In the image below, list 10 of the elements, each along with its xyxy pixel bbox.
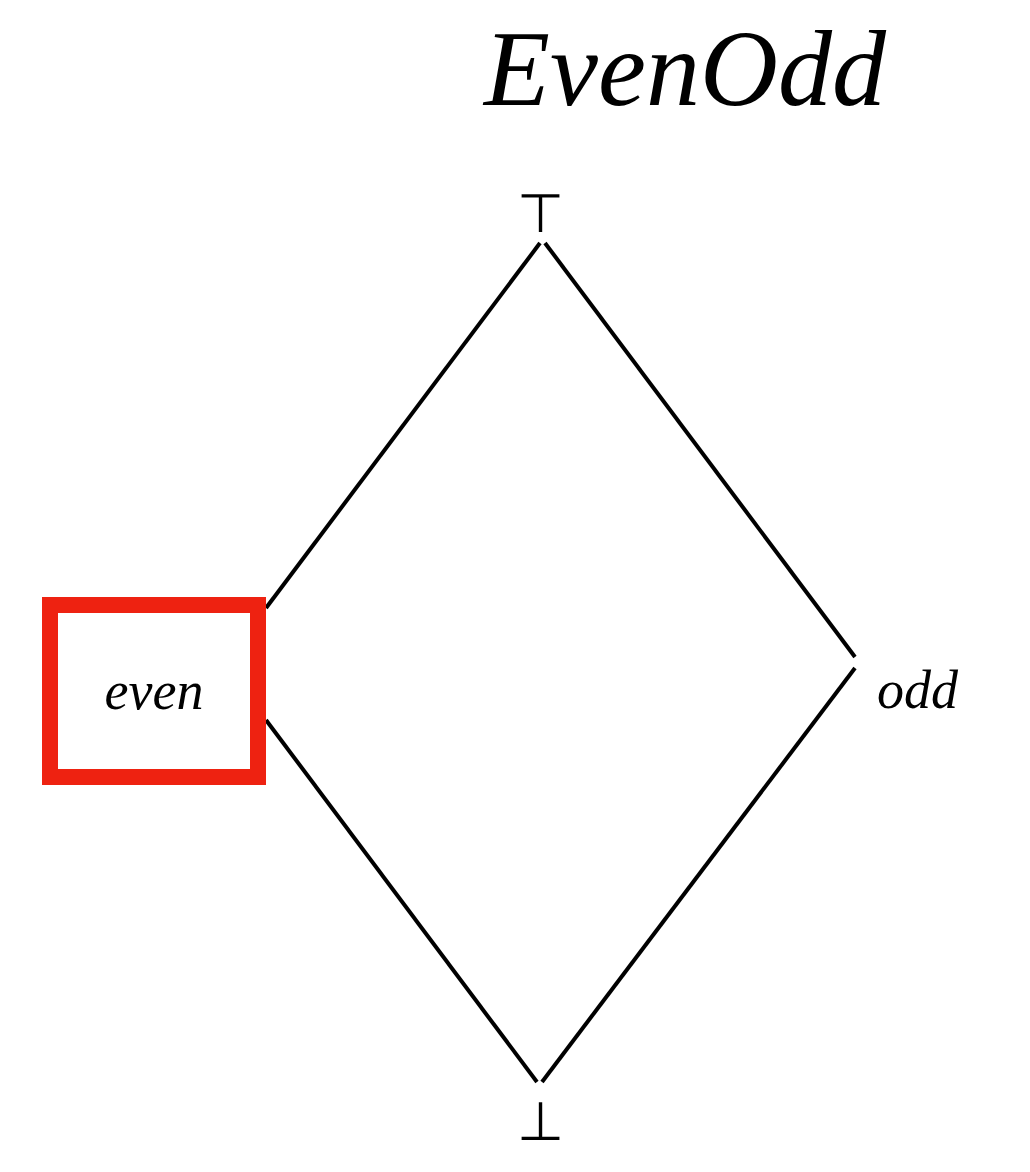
node-label: even: [104, 664, 204, 718]
connector-line: [264, 718, 539, 1084]
node-label: odd: [877, 663, 958, 717]
diagram-title: EvenOdd: [481, 10, 888, 129]
highlight-box: [42, 597, 266, 785]
connector-line: [543, 241, 857, 659]
lattice-symbol: ⊤: [516, 187, 564, 241]
connector-line: [264, 241, 542, 610]
lattice-symbol: ⊥: [516, 1095, 564, 1149]
connector-line: [540, 666, 857, 1084]
